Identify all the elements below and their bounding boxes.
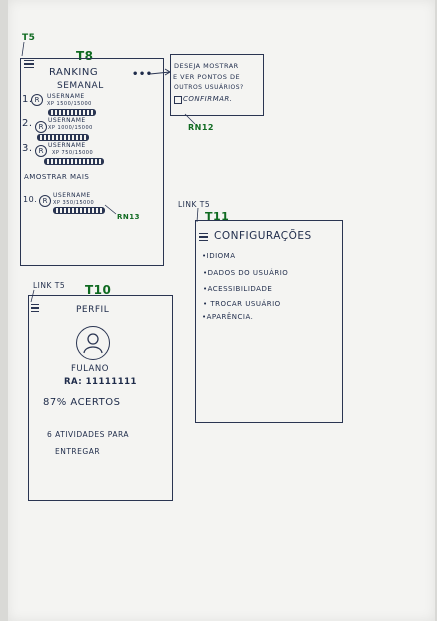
link-label: LINK T5 (178, 200, 211, 209)
privacy-popup-frame (170, 54, 264, 116)
tag-t10: T10 (85, 283, 112, 297)
settings-item-aparencia[interactable]: •APARÊNCIA. (202, 313, 254, 321)
ranking-username: USERNAME (48, 142, 86, 149)
show-more-link[interactable]: AMOSTRAR MAIS (24, 173, 90, 181)
rank-number: 1. (22, 94, 33, 105)
ranking-username: USERNAME (53, 192, 91, 199)
settings-item-trocar-usuario[interactable]: • TROCAR USUÁRIO (203, 300, 281, 308)
profile-name: FULANO (71, 364, 109, 374)
xp-progress-bar (37, 134, 89, 141)
t5-pointer (21, 41, 25, 57)
ranking-title-line1: RANKING (49, 67, 99, 78)
menu-icon[interactable] (31, 304, 39, 314)
ranking-xp: XP 350/15000 (53, 200, 95, 206)
user-avatar-icon: R (31, 94, 43, 106)
rank-number: 3. (22, 143, 33, 154)
user-avatar-icon: R (35, 145, 47, 157)
profile-avatar-icon (76, 326, 110, 360)
ranking-title-line2: SEMANAL (57, 81, 104, 91)
rule-tag-rn13: RN13 (117, 213, 140, 221)
profile-ra: RA: 11111111 (64, 377, 137, 387)
person-icon (83, 333, 103, 354)
rn13-pointer (104, 204, 117, 215)
settings-link-pointer (196, 207, 199, 223)
profile-tasks-line2: ENTREGAR (55, 447, 101, 456)
settings-item-dados-usuario[interactable]: •DADOS DO USUÁRIO (203, 269, 289, 277)
ranking-xp: XP 1000/15000 (48, 125, 93, 131)
ranking-xp: XP 1500/15000 (47, 101, 92, 107)
xp-progress-bar (44, 158, 104, 165)
popup-text-line3: OUTROS USUÁRIOS? (174, 84, 244, 91)
arrow-to-popup (149, 71, 171, 75)
settings-screen-frame (195, 220, 343, 423)
tag-t5-top: T5 (22, 33, 36, 43)
rn12-pointer (184, 113, 196, 125)
rank-number: 10. (23, 195, 38, 204)
more-options-icon[interactable]: ••• (132, 69, 153, 80)
popup-text-line2: E VER PONTOS DE (173, 73, 241, 81)
rule-tag-rn12: RN12 (188, 123, 214, 132)
ranking-xp: XP 750/15000 (52, 150, 94, 156)
menu-icon[interactable] (199, 233, 208, 243)
user-avatar-icon: R (35, 121, 47, 133)
confirm-checkbox-icon[interactable] (174, 96, 182, 104)
tag-t11: T11 (205, 210, 230, 223)
xp-progress-bar (48, 109, 96, 116)
paper-sheet (8, 0, 435, 621)
ranking-username: USERNAME (47, 93, 85, 100)
popup-text-line1: DESEJA MOSTRAR (174, 62, 239, 70)
settings-title: CONFIGURAÇÕES (214, 230, 312, 242)
ranking-screen-frame (20, 58, 164, 266)
ranking-username: USERNAME (48, 117, 86, 124)
settings-item-acessibilidade[interactable]: •ACESSIBILIDADE (203, 285, 273, 293)
xp-progress-bar (53, 207, 105, 214)
rank-number: 2. (22, 118, 33, 129)
user-avatar-icon: R (39, 195, 51, 207)
profile-tasks-line1: 6 ATIVIDADES PARA (47, 430, 129, 439)
menu-icon[interactable] (24, 60, 34, 70)
profile-link-pointer (30, 289, 35, 303)
confirm-checkbox-label[interactable]: CONFIRMAR. (183, 95, 233, 103)
tag-t8: T8 (76, 49, 94, 63)
profile-screen-frame (28, 295, 173, 501)
settings-item-idioma[interactable]: •IDIOMA (202, 252, 236, 260)
profile-hits: 87% ACERTOS (43, 397, 121, 408)
link-label: LINK T5 (33, 281, 66, 290)
profile-title: PERFIL (76, 305, 110, 315)
